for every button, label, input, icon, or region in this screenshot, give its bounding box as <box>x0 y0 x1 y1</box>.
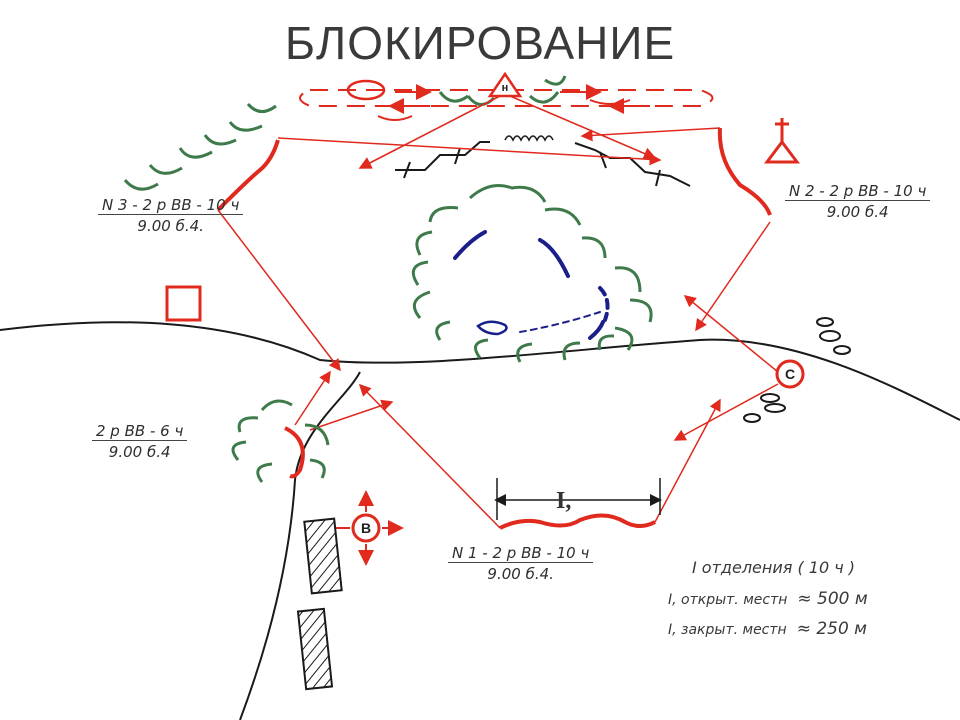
blocking-line-n3 <box>216 139 280 212</box>
point-b-circle <box>351 513 381 543</box>
square-symbol <box>165 285 202 322</box>
distance-label: I, <box>556 488 572 514</box>
diagram-title: БЛОКИРОВАНИЕ <box>284 17 676 69</box>
point-b-letter: В <box>360 520 372 536</box>
point-c-letter: С <box>784 366 796 382</box>
unit-label-n1: N 1 - 2 р ВВ - 10 ч 9.00 б.4. <box>448 544 594 583</box>
blocking-line-n1 <box>499 513 656 530</box>
wire-coil <box>504 135 554 142</box>
legend: I отделения ( 10 ч ) I, открыт. местн ≈ … <box>668 558 938 649</box>
unit-n1-time: 9.00 б.4. <box>487 565 554 583</box>
legend-row-open-value: ≈ 500 м <box>797 589 868 609</box>
fire-lines-perimeter <box>217 127 779 529</box>
unit-n2-strength: N 2 - 2 р ВВ - 10 ч <box>785 182 931 201</box>
patrol-route <box>299 89 714 107</box>
unit-reserve-strength: 2 р ВВ - 6 ч <box>92 422 188 441</box>
legend-row-closed: I, закрыт. местн ≈ 250 м <box>668 619 938 639</box>
wire-obstacle-left <box>395 141 490 179</box>
unit-label-n3: N 3 - 2 р ВВ - 10 ч 9.00 б.4. <box>98 196 244 235</box>
building-1 <box>303 517 343 595</box>
unit-n1-strength: N 1 - 2 р ВВ - 10 ч <box>448 544 594 563</box>
command-post-symbol <box>764 118 800 164</box>
side-road-line <box>239 371 361 720</box>
observation-post <box>487 71 523 98</box>
point-c-circle <box>775 359 805 389</box>
obstacle-mark-right <box>589 99 631 105</box>
legend-heading: I отделения ( 10 ч ) <box>692 558 856 577</box>
unit-n2-time: 9.00 б.4 <box>826 203 889 221</box>
unit-label-reserve: 2 р ВВ - 6 ч 9.00 б.4 <box>92 422 188 461</box>
forest-central <box>411 184 653 363</box>
unit-label-n2: N 2 - 2 р ВВ - 10 ч 9.00 б.4 <box>785 182 931 221</box>
fire-lines-post <box>358 95 657 169</box>
legend-row-open: I, открыт. местн ≈ 500 м <box>668 589 938 609</box>
unit-n3-strength: N 3 - 2 р ВВ - 10 ч <box>98 196 244 215</box>
legend-row-closed-name: I, закрыт. местн <box>668 622 787 638</box>
unit-n3-time: 9.00 б.4. <box>137 217 204 235</box>
terrain-ovals <box>743 317 851 423</box>
unit-reserve-time: 9.00 б.4 <box>108 443 171 461</box>
wire-obstacle-right <box>574 142 691 187</box>
distance-dimension <box>494 478 662 520</box>
road-line <box>0 321 960 421</box>
post-h-letter: н <box>501 82 509 94</box>
point-b-arrows <box>336 490 404 566</box>
cover-reserve <box>231 399 330 483</box>
patrol-vehicle <box>346 79 386 101</box>
blocking-line-n2 <box>717 127 772 216</box>
reserve-position <box>284 426 305 479</box>
building-2 <box>296 607 334 691</box>
obstacle-mark-left <box>377 115 413 121</box>
legend-row-open-name: I, открыт. местн <box>668 592 788 608</box>
cover-cluster-topleft <box>123 102 277 191</box>
legend-row-closed-value: ≈ 250 м <box>796 619 868 639</box>
enemy-positions <box>453 230 610 340</box>
